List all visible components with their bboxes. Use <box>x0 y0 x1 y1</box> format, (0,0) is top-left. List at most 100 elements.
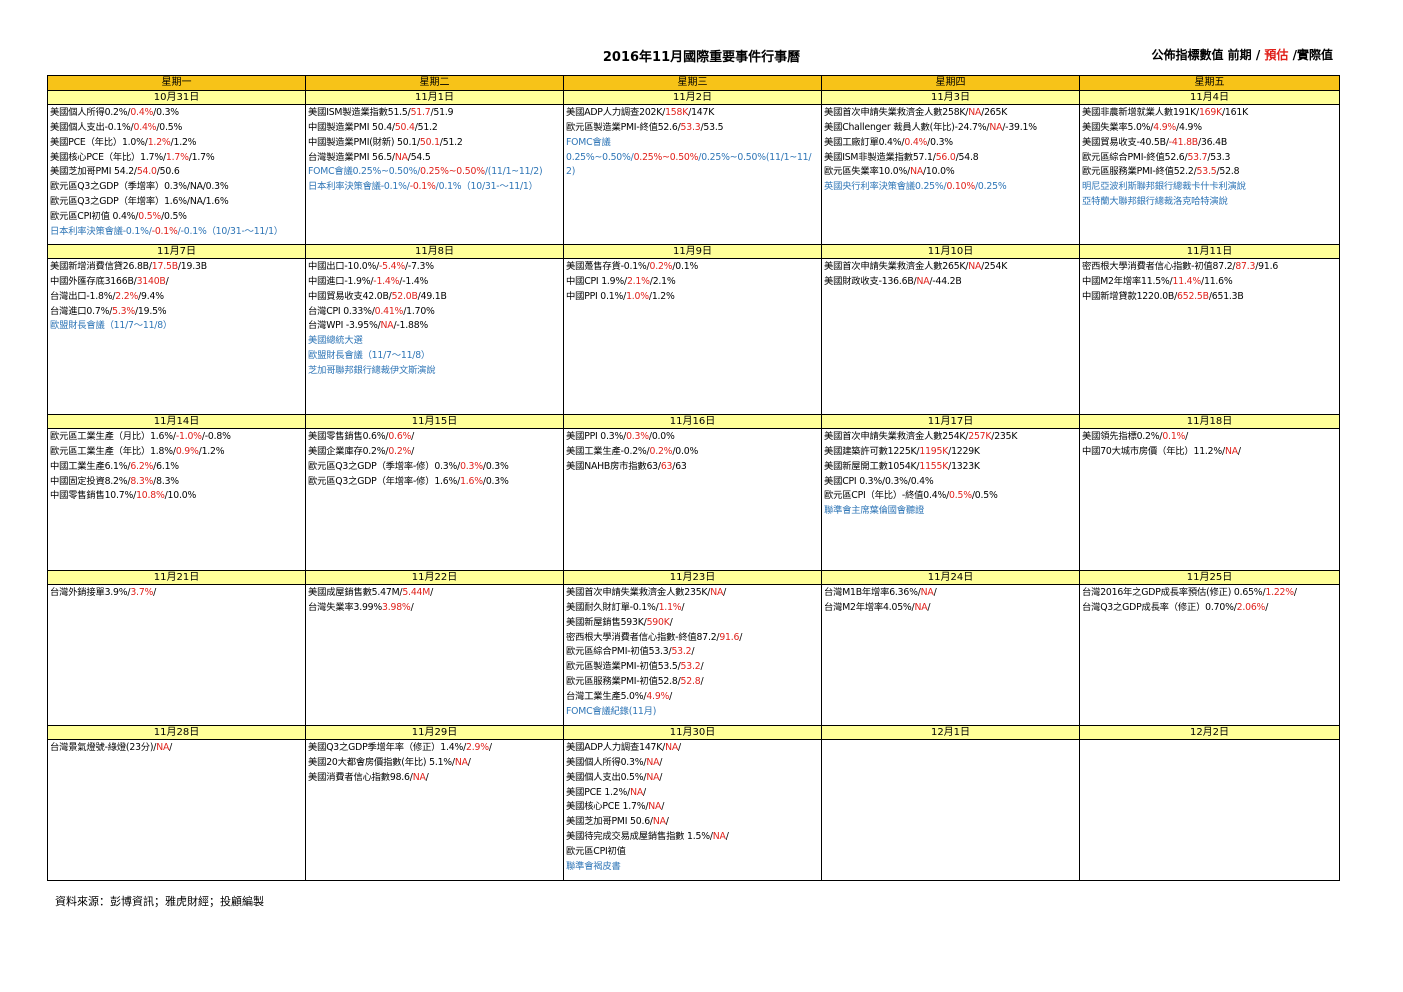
event-text: 中國零售銷售10.7%/ <box>50 490 137 502</box>
forecast-value: NA <box>910 166 923 178</box>
event-text: /254K <box>981 261 1008 272</box>
event-item: 美國ADP人力調查147K/NA/ <box>566 741 821 756</box>
event-item: 美國PCE 1.2%/NA/ <box>566 786 821 801</box>
event-text: 美國消費者信心指數98.6/ <box>308 771 413 783</box>
events-cell: 中國出口-10.0%/-5.4%/-7.3%中國進口-1.9%/-1.4%/-1… <box>305 258 564 415</box>
event-item: 美國核心PCE（年比）1.7%/1.7%/1.7% <box>50 151 305 166</box>
forecast-value: 1.6% <box>460 475 483 487</box>
event-text: 歐元區服務業PMI-終值52.2/ <box>1082 166 1197 178</box>
event-text: 聯準會褐皮書 <box>566 860 621 872</box>
event-link[interactable]: FOMC會議0.25%~0.50%/0.25%~0.50%/(11/1~11/2… <box>308 165 563 180</box>
forecast-value: 51.7 <box>410 107 431 118</box>
event-text: 日本利率決策會議-0.1%/ <box>50 225 152 237</box>
event-item: 歐元區工業生產（月比）1.6%/-1.0%/-0.8% <box>50 430 305 445</box>
event-link[interactable]: 英國央行利率決策會議0.25%/0.10%/0.25% <box>824 180 1079 195</box>
event-text: / <box>927 601 931 613</box>
date-cell: 11月25日 <box>1079 570 1340 585</box>
event-text: / <box>1265 601 1269 613</box>
event-link[interactable]: FOMC會議 <box>566 136 821 151</box>
event-text: 美國總統大選 <box>308 335 363 347</box>
events-cell: 台灣外銷接單3.9%/3.7%/ <box>47 584 306 726</box>
event-text: 歐盟財長會議（11/7～11/8） <box>50 320 173 332</box>
event-item: 中國新增貸款1220.0B/652.5B/651.3B <box>1082 290 1339 305</box>
event-text: /651.3B <box>1208 290 1244 302</box>
forecast-value: 87.3 <box>1235 261 1256 272</box>
forecast-value: -41.8B <box>1168 136 1198 148</box>
event-text: 美國首次申請失業救濟金人數235K/ <box>566 587 711 598</box>
event-link[interactable]: 0.25%~0.50%/0.25%~0.50%/0.25%~0.50%(11/1… <box>566 151 821 181</box>
forecast-value: 6.2% <box>130 460 154 472</box>
forecast-value: 1.0% <box>626 290 649 302</box>
event-text: 歐元區服務業PMI-初值52.8/ <box>566 676 681 688</box>
event-link[interactable]: 聯準會主席葉倫國會聽證 <box>824 504 1079 519</box>
weekday-header-row: 星期一 星期二 星期三 星期四 星期五 <box>47 75 1340 91</box>
event-text: /51.2 <box>414 121 438 133</box>
event-item: 台灣M2年增率4.05%/NA/ <box>824 601 1079 616</box>
event-text: /1.2% <box>648 290 675 302</box>
forecast-value: 2.06% <box>1236 601 1266 613</box>
event-item: 美國PCE（年比）1.0%/1.2%/1.2% <box>50 136 305 151</box>
weekday-header: 星期四 <box>821 75 1080 91</box>
event-link[interactable]: 明尼亞波利斯聯邦銀行總裁卡什卡利演說 <box>1082 180 1339 195</box>
event-text: 台灣CPI 0.33%/ <box>308 305 375 317</box>
event-link[interactable]: 日本利率決策會議-0.1%/-0.1%/-0.1%（10/31-～11/1） <box>50 225 305 240</box>
event-text: /0.3% <box>482 475 509 487</box>
event-text: /53.3 <box>1207 151 1231 163</box>
event-text: 明尼亞波利斯聯邦銀行總裁卡什卡利演說 <box>1082 181 1246 193</box>
event-link[interactable]: 芝加哥聯邦銀行總裁伊文斯演說 <box>308 364 563 379</box>
event-text: /6.1% <box>153 460 179 472</box>
event-text: / <box>691 646 695 658</box>
event-text: /0.1%（10/31-～11/1） <box>435 181 538 193</box>
event-text: 台灣M1B年增率6.36%/ <box>824 587 921 598</box>
event-item: 美國企業庫存0.2%/0.2%/ <box>308 445 563 460</box>
event-text: 美國新增消費信貸26.8B/ <box>50 261 152 272</box>
event-text: 美國企業庫存0.2%/ <box>308 445 389 457</box>
events-cell: 台灣景氣燈號-綠燈(23分)/NA/ <box>47 739 306 881</box>
date-cell: 11月8日 <box>305 244 564 259</box>
event-item: 台灣M1B年增率6.36%/NA/ <box>824 586 1079 601</box>
event-item: 歐元區CPI（年比）-終值0.4%/0.5%/0.5% <box>824 489 1079 504</box>
event-item: 中國工業生產6.1%/6.2%/6.1% <box>50 460 305 475</box>
forecast-value: 4.9% <box>1153 121 1177 133</box>
event-text: /54.5 <box>407 151 431 163</box>
event-link[interactable]: 亞特蘭大聯邦銀行總裁洛克哈特演說 <box>1082 195 1339 210</box>
event-link[interactable]: 美國總統大選 <box>308 334 563 349</box>
event-text: 歐元區Q3之GDP（年增率-修）1.6%/ <box>308 475 461 487</box>
event-text: /0.0% <box>672 445 699 457</box>
event-text: 美國ISM非製造業指數57.1/ <box>824 151 936 163</box>
weekday-header: 星期三 <box>563 75 822 91</box>
event-item: 美國工廠訂單0.4%/0.4%/0.3% <box>824 136 1079 151</box>
forecast-value: 0.25%~0.50% <box>420 166 485 178</box>
event-item: 歐元區製造業PMI-終值52.6/53.3/53.5 <box>566 121 821 136</box>
forecast-value: 169K <box>1198 107 1222 118</box>
event-text: 中國70大城市房價（年比）11.2%/ <box>1082 445 1225 457</box>
event-link[interactable]: 日本利率決策會議-0.1%/-0.1%/0.1%（10/31-～11/1） <box>308 180 563 195</box>
event-item: 美國零售銷售0.6%/0.6%/ <box>308 430 563 445</box>
event-text: / <box>723 587 727 598</box>
event-link[interactable]: FOMC會議紀錄(11月) <box>566 705 821 720</box>
event-item: 美國失業率5.0%/4.9%/4.9% <box>1082 121 1339 136</box>
event-list: 台灣景氣燈號-綠燈(23分)/NA/ <box>49 741 305 880</box>
event-link[interactable]: 歐盟財長會議（11/7～11/8） <box>50 319 305 334</box>
event-link[interactable]: 聯準會褐皮書 <box>566 860 821 875</box>
event-text: 歐盟財長會議（11/7～11/8） <box>308 350 431 362</box>
forecast-value: 1.7% <box>165 151 189 163</box>
event-item: 台灣外銷接單3.9%/3.7%/ <box>50 586 305 601</box>
event-item: 中國70大城市房價（年比）11.2%/NA/ <box>1082 445 1339 460</box>
forecast-value: 3140B <box>136 275 166 287</box>
date-cell: 11月7日 <box>47 244 306 259</box>
date-cell: 11月28日 <box>47 725 306 740</box>
date-cell: 11月1日 <box>305 90 564 105</box>
event-item: 中國出口-10.0%/-5.4%/-7.3% <box>308 260 563 275</box>
event-item: 中國固定投資8.2%/8.3%/8.3% <box>50 475 305 490</box>
event-link[interactable]: 歐盟財長會議（11/7～11/8） <box>308 349 563 364</box>
event-text: 中國貿易收支42.0B/ <box>308 290 392 302</box>
forecast-value: 11.4% <box>1172 275 1202 287</box>
event-item: 美國首次申請失業救濟金人數235K/NA/ <box>566 586 821 601</box>
event-text: 中國外匯存底3166B/ <box>50 275 137 287</box>
